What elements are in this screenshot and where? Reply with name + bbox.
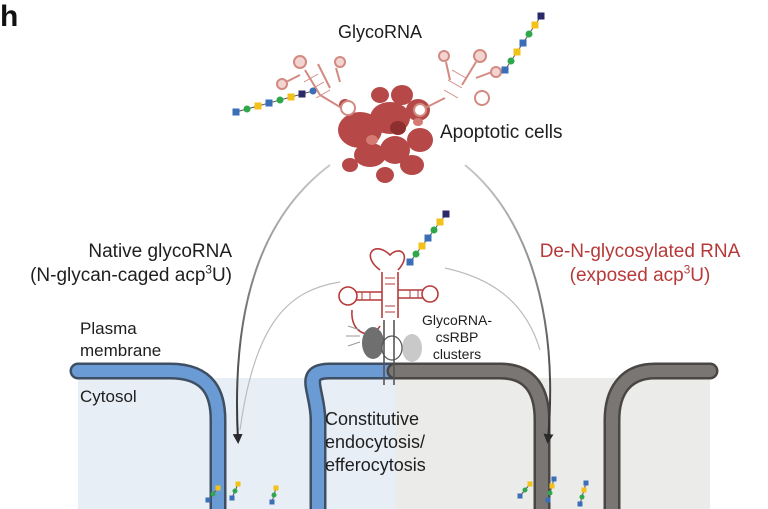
glycan-chain-cytosol-left-2: [229, 481, 241, 501]
csrbp-clusters: [346, 320, 422, 385]
glycan-bead: [298, 90, 306, 98]
arrow-de-n-glycosylated-rna: [464, 164, 554, 444]
glycan-bead: [517, 493, 523, 499]
native-glycorna-line2: (N-glycan-caged acp3U): [30, 263, 232, 286]
glycan-chain-cytosol-right-3: [577, 480, 589, 507]
apoptotic-cells: [338, 85, 433, 183]
glycan-bead: [273, 485, 279, 491]
glycan-bead: [276, 96, 284, 104]
glycan-bead: [265, 99, 273, 107]
glycan-bead: [513, 48, 521, 56]
glycan-bead: [583, 480, 589, 486]
glycan-bead: [522, 487, 528, 493]
glycan-bead: [254, 102, 262, 110]
glycan-chain-cytosol-left-3: [269, 485, 279, 505]
glycan-bead: [549, 483, 555, 489]
apoptotic-cells-label: Apoptotic cells: [440, 122, 563, 143]
glycan-bead: [537, 12, 545, 20]
glycan-bead: [418, 242, 426, 250]
native-glycorna-label: Native glycoRNA (N-glycan-caged acp3U): [0, 240, 232, 288]
arrow-native-glycorna: [232, 164, 331, 444]
glycan-bead: [551, 476, 557, 482]
glycorna-membrane-bound: [338, 248, 439, 335]
glycan-bead: [412, 250, 420, 258]
plasma-membrane-label: Plasma membrane: [80, 319, 162, 360]
glycan-bead: [501, 66, 509, 74]
glycan-bead: [577, 501, 583, 507]
glycan-bead: [269, 499, 275, 505]
glycan-bead: [229, 495, 235, 501]
csrbp-cluster-label: GlycoRNA- csRBP clusters: [421, 312, 492, 362]
glycan-bead: [232, 108, 240, 116]
arrow-constitutive-endocytosis-left: [239, 281, 341, 431]
glycan-bead: [581, 487, 587, 493]
glycan-bead: [424, 234, 432, 242]
glycan-bead: [547, 490, 553, 496]
glycorna-left: [276, 55, 356, 116]
glycan-chains: [205, 12, 589, 507]
glycan-chain-cytosol-right-2: [545, 476, 557, 503]
glycan-bead: [519, 39, 527, 47]
glycan-bead: [436, 218, 444, 226]
glycan-chain-cytosol-left-1: [205, 485, 221, 503]
glycan-bead: [525, 30, 533, 38]
glycan-bead: [235, 481, 241, 487]
glycan-bead: [507, 57, 515, 65]
glycan-chain-center: [406, 210, 450, 266]
glycan-bead: [210, 491, 216, 497]
glycan-bead: [442, 210, 450, 218]
glycan-chain-top-right: [501, 12, 545, 74]
glycan-bead: [243, 105, 251, 113]
glycan-bead: [287, 93, 295, 101]
transport-arrows: [232, 164, 554, 444]
de-n-glycosylated-line1: De-N-glycosylated RNA: [539, 241, 741, 262]
de-n-glycosylated-line2: (exposed acp3U): [569, 263, 711, 286]
glycorna-label: GlycoRNA: [338, 22, 423, 42]
glycan-bead: [545, 497, 551, 503]
glycan-bead: [271, 492, 277, 498]
glycan-bead: [232, 488, 238, 494]
glycan-bead: [430, 226, 438, 234]
glycan-chain-top-left: [232, 87, 317, 116]
glycan-bead: [531, 21, 539, 29]
glycan-bead: [527, 481, 533, 487]
glycan-chain-cytosol-right-1: [517, 481, 533, 499]
de-n-glycosylated-label: De-N-glycosylated RNA (exposed acp3U): [512, 240, 768, 288]
arrow-constitutive-endocytosis-right: [444, 267, 541, 351]
cytosol-label: Cytosol: [80, 387, 137, 406]
glycan-bead: [406, 258, 414, 266]
glycan-bead: [215, 485, 221, 491]
native-glycorna-line1: Native glycoRNA: [88, 241, 232, 262]
plasma-membrane: [69, 362, 719, 509]
glycan-bead: [309, 87, 317, 95]
glycorna-right: [413, 49, 502, 117]
endocytosis-label: Constitutive endocytosis/ efferocytosis: [325, 409, 426, 475]
panel-letter: h: [0, 0, 19, 33]
glycan-bead: [579, 494, 585, 500]
glycan-bead: [205, 497, 211, 503]
